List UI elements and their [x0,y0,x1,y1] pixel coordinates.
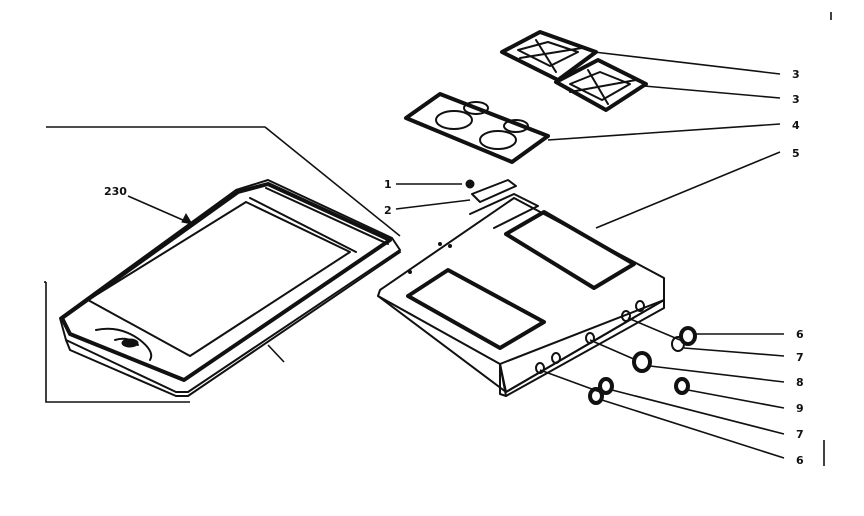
cover-lid-hinge-edge [265,187,389,245]
callout-grate-upper: 3 [792,68,800,81]
bracket-part [471,179,517,203]
cover-lid-outline [59,179,401,393]
cover-frame-left-line [45,282,190,403]
cooktop-well-left [406,268,546,350]
callout-grate-lower: 3 [792,93,800,106]
knob-axis-left [539,369,601,393]
callout-burner-box: 4 [792,119,800,132]
knob-hole-5 [635,300,645,312]
cooktop-side-face [499,299,665,397]
callout-screw: 1 [384,178,392,191]
burner-box-port-1 [435,110,473,130]
leader-230 [127,195,193,225]
cover-lid-leader [267,344,285,363]
small-parts: 1 2 [384,178,517,217]
callout-knob-right: 9 [796,402,804,415]
cooktop-dot-2 [448,244,452,248]
leader-burner-box [547,123,781,141]
callout-knob-center: 8 [796,376,804,389]
cover-assembly: 230 [44,126,401,403]
leader-bracket [395,199,471,210]
grate-lower-ribs [569,69,637,105]
cooktop-corner [499,363,507,397]
leader-bezel-right [683,347,785,357]
callout-knob-right-top: 6 [796,328,804,341]
callout-230: 230 [104,185,127,198]
leader-grate-lower [643,85,781,99]
knob-hole-3 [585,332,595,344]
cover-lid-rim [60,182,392,382]
cover-lid-latch [121,338,139,348]
knob-hole-2 [551,352,561,364]
leader-knob-center [649,365,785,383]
cooktop: 5 [377,147,800,397]
burner-box-outline [404,92,550,164]
knob-axis-center [589,339,637,361]
cover-frame-top-line [46,126,401,237]
callout-bezel-left: 7 [796,428,804,441]
leader-cooktop [595,151,781,229]
cooktop-dot-1 [438,242,442,246]
leader-bezel-left [611,389,785,435]
knob-center [632,351,652,373]
cover-lid-panel [87,201,351,357]
cooktop-dot-3 [408,270,412,274]
cooktop-rear-strip [469,193,539,229]
cover-lid-bottom-edge [65,251,401,397]
leader-230-arrowhead [181,212,194,225]
knobs: 6 7 8 9 7 6 [539,317,804,467]
callout-bracket: 2 [384,204,392,217]
knob-axis-right [627,317,681,341]
screw-part [465,179,475,189]
cooktop-well-right [504,210,636,290]
burner-box-port-4 [503,119,529,133]
bezel-right [671,336,685,352]
knob-left [588,387,604,405]
knob-hole-4 [621,310,631,322]
grate-upper-ribs [517,39,583,73]
leader-knob-left [601,399,785,459]
knob-right-top [679,326,697,346]
grate-upper [500,30,598,82]
leader-grate-upper [593,51,781,75]
grate-lower [554,58,648,112]
leader-knob-right [687,389,785,409]
grates: 3 3 [500,30,800,112]
callout-cooktop: 5 [792,147,800,160]
knob-right [674,377,690,395]
burner-box-port-2 [479,130,517,150]
bezel-left [598,377,614,395]
callout-knob-left: 6 [796,454,804,467]
burner-box: 4 [404,92,800,164]
knob-hole-1 [535,362,545,374]
callout-bezel-right: 7 [796,351,804,364]
burner-box-port-3 [463,101,489,115]
cover-lid-hinge-line [249,197,357,253]
